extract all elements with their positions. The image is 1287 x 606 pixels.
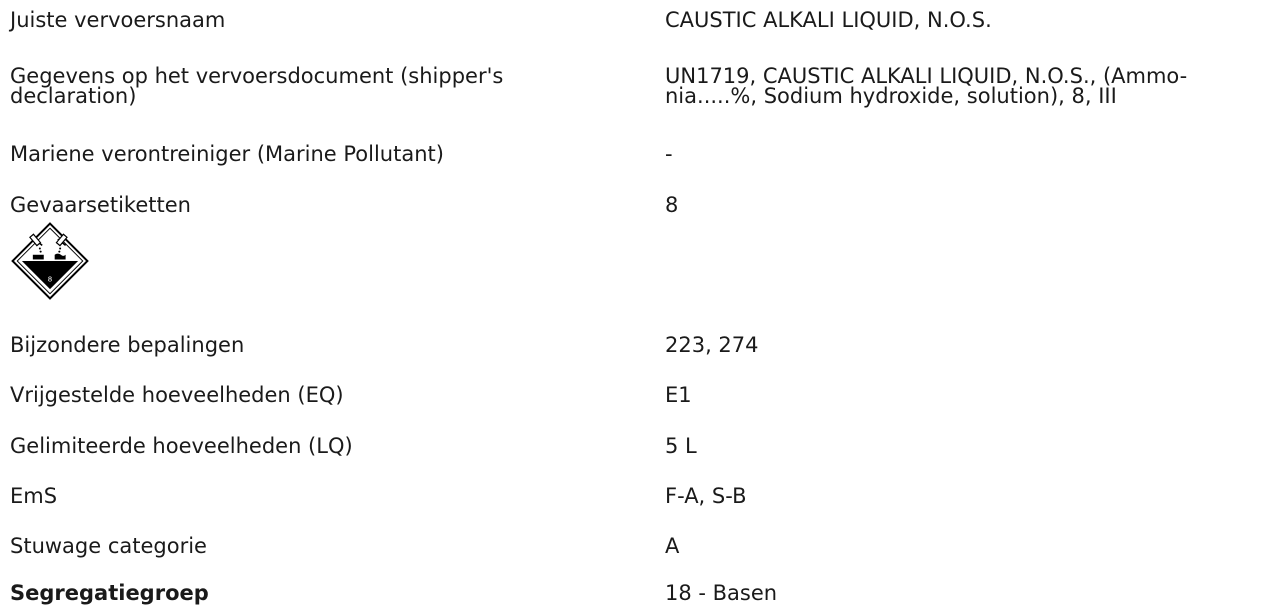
row-value: 5 L (665, 434, 697, 458)
row-value: 18 - Basen (665, 581, 778, 605)
row-label: Bijzondere bepalingen (10, 333, 245, 357)
corrosive-hazard-label-icon: 8 (11, 222, 89, 300)
row-value: CAUSTIC ALKALI LIQUID, N.O.S. (665, 8, 992, 32)
row-label: Gelimiteerde hoeveelheden (LQ) (10, 434, 353, 458)
row-shipper-declaration: Gegevens op het vervoersdocument (shippe… (10, 66, 1275, 126)
row-label: Stuwage categorie (10, 534, 207, 558)
row-value: E1 (665, 383, 692, 407)
row-value: 8 (665, 193, 679, 217)
row-label: EmS (10, 484, 58, 508)
row-value: UN1719, CAUSTIC ALKALI LIQUID, N.O.S., (… (665, 64, 1188, 108)
row-label: Gevaarsetiketten (10, 193, 191, 217)
row-label: Juiste vervoersnaam (10, 8, 226, 32)
row-label: Mariene verontreiniger (Marine Pollutant… (10, 142, 444, 166)
row-value: A (665, 534, 680, 558)
row-label: Gegevens op het vervoersdocument (shippe… (10, 64, 504, 108)
row-value: - (665, 142, 673, 166)
row-value: F-A, S-B (665, 484, 747, 508)
hazard-class-number: 8 (48, 274, 52, 283)
row-value: 223, 274 (665, 333, 759, 357)
row-label: Segregatiegroep (10, 581, 209, 605)
row-label: Vrijgestelde hoeveelheden (EQ) (10, 383, 344, 407)
